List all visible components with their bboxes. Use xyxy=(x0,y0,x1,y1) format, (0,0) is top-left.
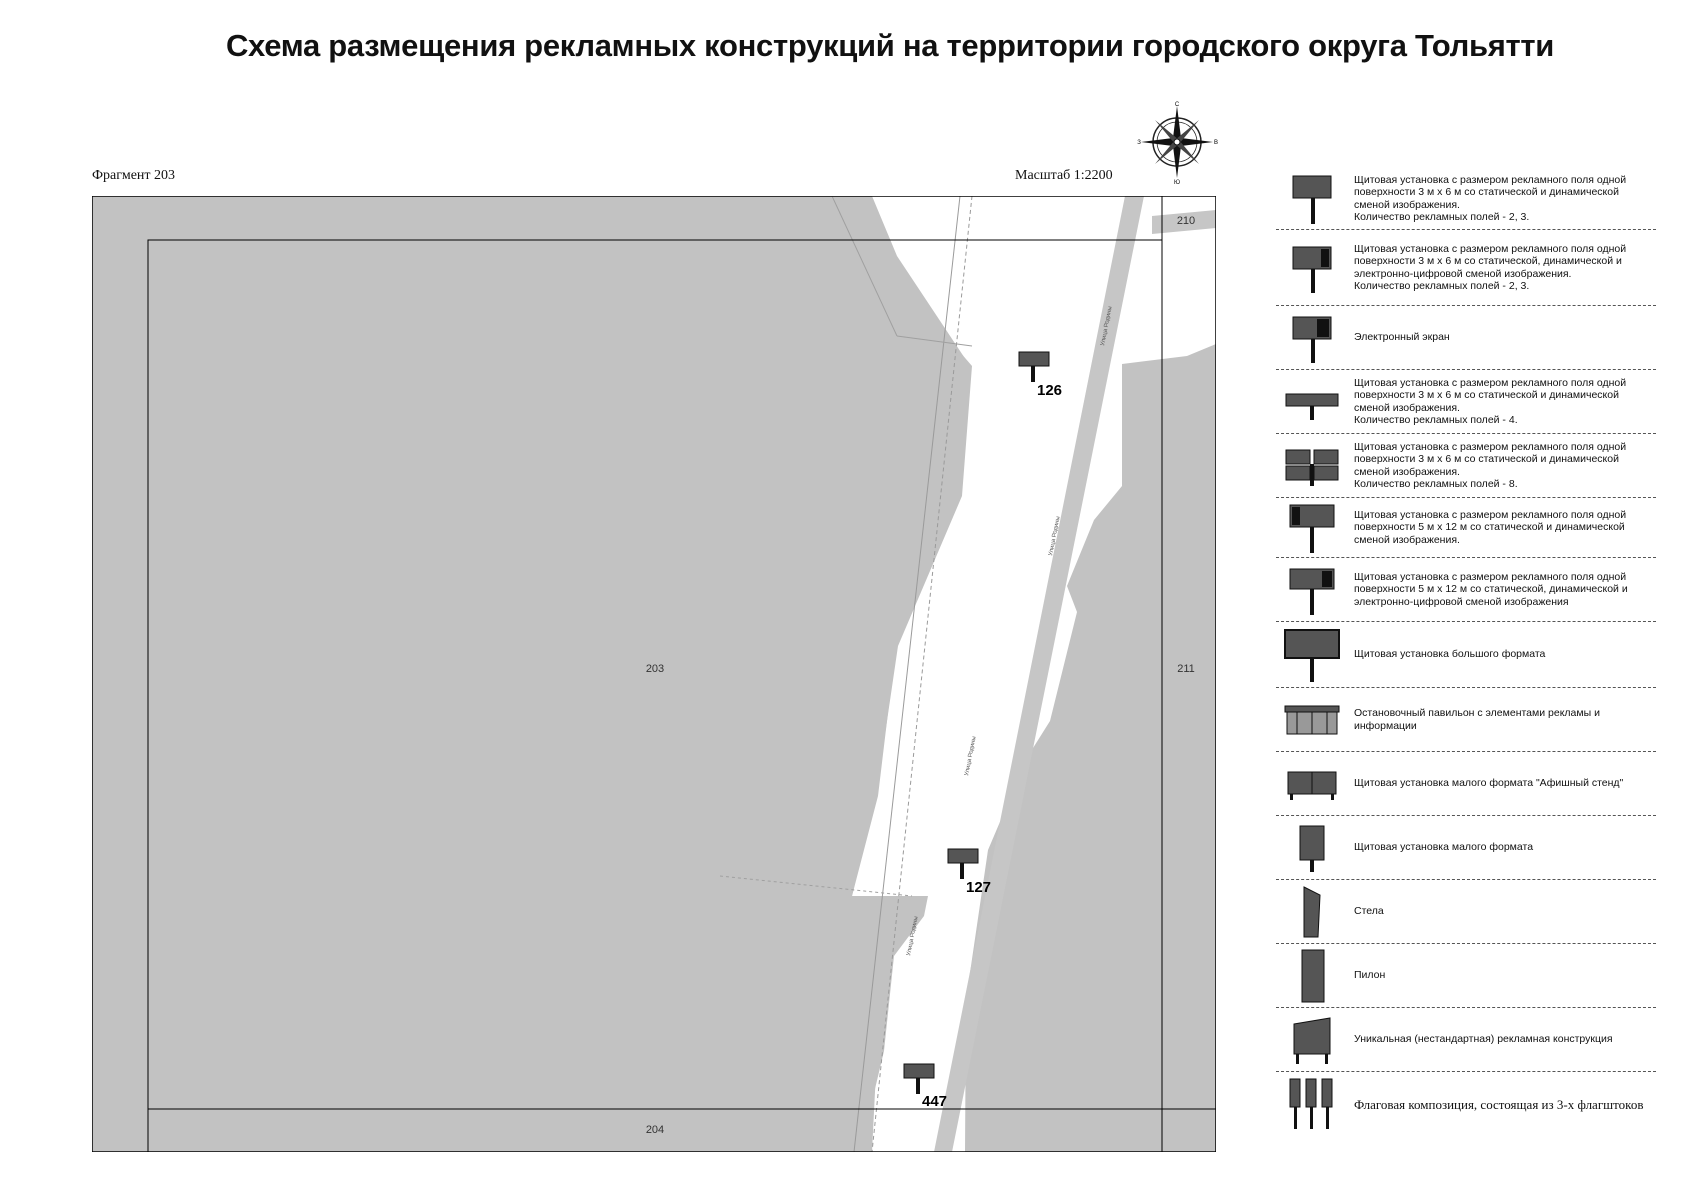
legend-item: Электронный экран xyxy=(1276,306,1656,370)
compass-east-label: В xyxy=(1214,140,1218,146)
legend-text: Флаговая композиция, состоящая из 3-х фл… xyxy=(1354,1096,1644,1112)
legend-text: Щитовая установка с размером рекламного … xyxy=(1354,376,1627,427)
billboard-3x6-four-fields-icon xyxy=(1285,393,1339,420)
map-fragment[interactable]: 203 210 211 204 Улица Родины Улица Родин… xyxy=(92,196,1216,1152)
legend-item: Щитовая установка малого формата "Афишны… xyxy=(1276,752,1656,816)
electronic-screen-icon xyxy=(1292,316,1332,363)
legend-item: Стела xyxy=(1276,880,1656,944)
legend-item: Щитовая установка с размером рекламного … xyxy=(1276,498,1656,558)
stele-icon xyxy=(1303,885,1321,937)
legend-text: Щитовая установка малого формата xyxy=(1354,841,1534,854)
legend-item: Уникальная (нестандартная) рекламная кон… xyxy=(1276,1008,1656,1072)
small-format-billboard-icon xyxy=(1299,825,1325,872)
compass-west-label: З xyxy=(1137,140,1141,146)
bus-stop-pavilion-icon xyxy=(1284,705,1340,734)
legend-text: Стела xyxy=(1354,905,1384,918)
compass-south-label: Ю xyxy=(1174,180,1180,184)
fragment-label: Фрагмент 203 xyxy=(92,168,176,183)
legend: Щитовая установка с размером рекламного … xyxy=(1276,168,1656,1136)
marker-label: 126 xyxy=(1037,382,1062,399)
legend-item: Щитовая установка с размером рекламного … xyxy=(1276,230,1656,306)
legend-item: Щитовая установка малого формата xyxy=(1276,816,1656,880)
legend-text: Щитовая установка с размером рекламного … xyxy=(1354,173,1627,224)
large-format-billboard-icon xyxy=(1284,628,1340,682)
legend-text: Щитовая установка с размером рекламного … xyxy=(1354,508,1627,546)
legend-text: Электронный экран xyxy=(1354,331,1450,344)
page-title: Схема размещения рекламных конструкций н… xyxy=(225,28,1555,63)
marker-label: 127 xyxy=(966,879,991,896)
legend-item: Щитовая установка с размером рекламного … xyxy=(1276,558,1656,622)
legend-text: Щитовая установка с размером рекламного … xyxy=(1354,570,1628,608)
fragment-number-top-right: 210 xyxy=(1177,215,1195,227)
legend-text: Щитовая установка большого формата xyxy=(1354,648,1546,661)
legend-text: Пилон xyxy=(1354,969,1386,982)
legend-item: Пилон xyxy=(1276,944,1656,1008)
unique-structure-icon xyxy=(1293,1016,1331,1064)
compass-north-label: С xyxy=(1175,102,1180,108)
legend-text: Остановочный павильон с элементами рекла… xyxy=(1354,707,1600,732)
legend-item: Щитовая установка с размером рекламного … xyxy=(1276,168,1656,230)
billboard-marker-126[interactable]: 126 xyxy=(1018,351,1062,399)
road-strip xyxy=(934,196,1144,1152)
marker-label: 447 xyxy=(922,1093,947,1110)
legend-item: Флаговая композиция, состоящая из 3-х фл… xyxy=(1276,1072,1656,1136)
compass-rose-icon: С Ю З В xyxy=(1137,102,1218,184)
poster-stand-icon xyxy=(1287,771,1337,800)
territory-block xyxy=(92,196,970,896)
billboard-marker-127[interactable]: 127 xyxy=(947,848,991,896)
legend-item: Остановочный павильон с элементами рекла… xyxy=(1276,688,1656,752)
map-canvas: 203 210 211 204 Улица Родины Улица Родин… xyxy=(92,196,1216,1152)
billboard-3x6-eight-fields-icon xyxy=(1285,449,1339,486)
billboard-3x6-digital-icon xyxy=(1292,246,1332,293)
legend-text: Щитовая установка малого формата "Афишны… xyxy=(1354,777,1624,790)
billboard-3x6-static-dynamic-icon xyxy=(1292,175,1332,224)
fragment-number-right: 211 xyxy=(1177,663,1195,675)
legend-item: Щитовая установка большого формата xyxy=(1276,622,1656,688)
pylon-icon xyxy=(1301,949,1325,1002)
fragment-number-center: 203 xyxy=(646,663,664,675)
billboard-5x12-digital-icon xyxy=(1289,568,1335,615)
flag-composition-icon xyxy=(1289,1078,1333,1129)
billboard-marker-447[interactable]: 447 xyxy=(903,1063,947,1110)
legend-text: Щитовая установка с размером рекламного … xyxy=(1354,440,1627,491)
building-block xyxy=(720,872,882,1152)
side-road xyxy=(1152,210,1216,234)
legend-text: Щитовая установка с размером рекламного … xyxy=(1354,242,1627,293)
billboard-5x12-static-dynamic-icon xyxy=(1289,504,1335,553)
scale-label: Масштаб 1:2200 xyxy=(1015,168,1113,183)
legend-text: Уникальная (нестандартная) рекламная кон… xyxy=(1354,1033,1613,1046)
legend-item: Щитовая установка с размером рекламного … xyxy=(1276,370,1656,434)
fragment-number-bottom: 204 xyxy=(646,1124,664,1136)
legend-item: Щитовая установка с размером рекламного … xyxy=(1276,434,1656,498)
